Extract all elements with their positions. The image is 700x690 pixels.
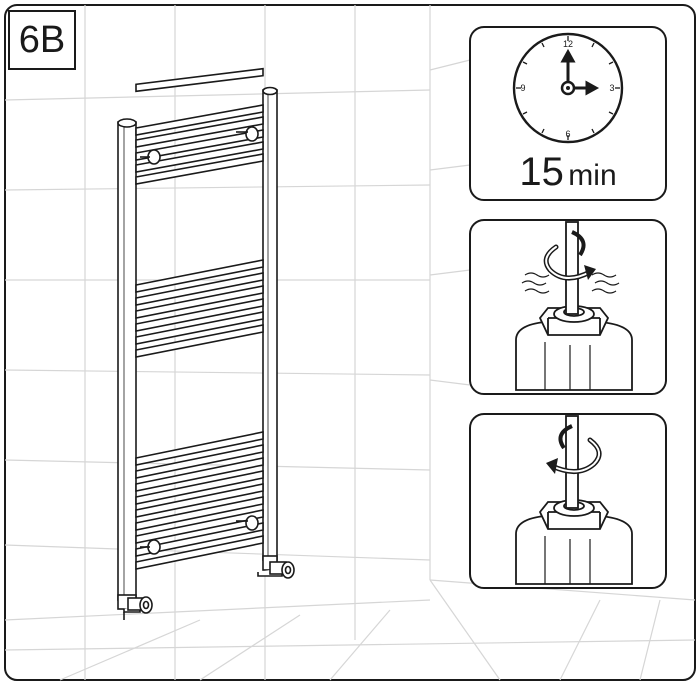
radiator-bars-top bbox=[135, 67, 264, 185]
radiator-left-upright bbox=[117, 121, 137, 601]
clock-numeral-6: 6 bbox=[565, 129, 570, 139]
bleed-key bbox=[565, 415, 579, 509]
valve-left bbox=[117, 594, 153, 620]
step-label: 6B bbox=[8, 10, 76, 70]
bleed-key bbox=[565, 221, 579, 315]
timer-panel: 12 3 6 9 bbox=[469, 26, 667, 201]
timer-duration: 15 min bbox=[470, 150, 666, 195]
radiator-bars-middle bbox=[135, 259, 264, 358]
wall-bracket-upper bbox=[140, 126, 259, 165]
panel-close-valve bbox=[469, 413, 667, 589]
radiator-bars-bottom bbox=[135, 431, 264, 570]
panel-open-valve bbox=[469, 219, 667, 395]
air-escaping-lines bbox=[521, 272, 620, 294]
clock-ticks bbox=[516, 36, 620, 140]
clock-numeral-12: 12 bbox=[563, 39, 573, 49]
clock-numeral-3: 3 bbox=[609, 83, 614, 93]
towel-radiator bbox=[117, 67, 295, 620]
radiator-right-upright bbox=[262, 89, 278, 561]
timer-unit: min bbox=[568, 159, 617, 192]
wall-bracket-lower bbox=[140, 515, 259, 555]
valve-right bbox=[257, 555, 295, 579]
clock-numeral-9: 9 bbox=[520, 83, 525, 93]
timer-value: 15 bbox=[519, 150, 564, 194]
